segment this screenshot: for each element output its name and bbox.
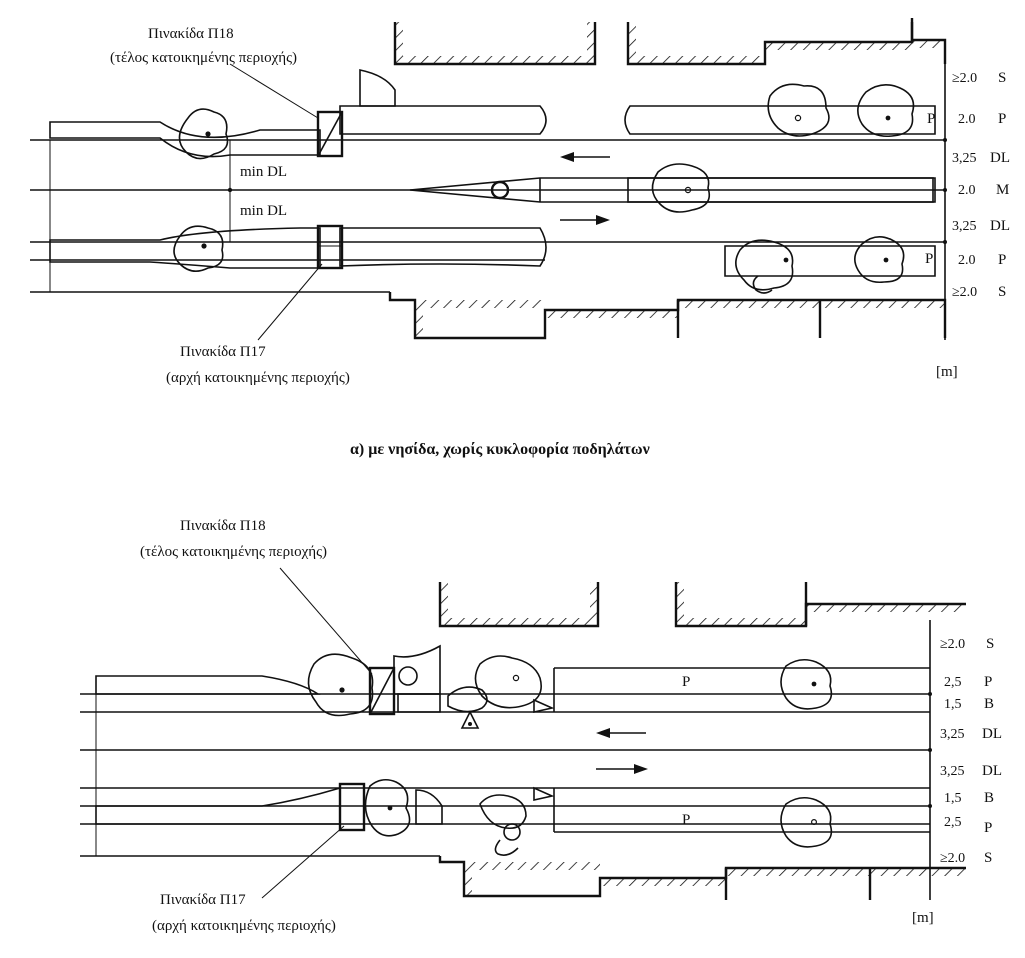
trees-a	[173, 83, 915, 294]
parking-mark: P	[682, 674, 690, 690]
min-dl-lower-label: min DL	[240, 203, 287, 219]
sign-end-label-b: Πινακίδα Π18	[180, 518, 266, 534]
dim-value: 3,25	[952, 219, 977, 234]
diagram-b: P P ≥2.0 S 2,5 P 1,5 B 3,25 DL 3,25 DL 1…	[80, 518, 1002, 934]
dim-code: DL	[990, 150, 1010, 166]
parking-mark: P	[925, 251, 933, 267]
dim-code: P	[984, 674, 992, 690]
sign-end-label-a: Πινακίδα Π18	[148, 26, 234, 42]
dim-code: S	[998, 70, 1006, 86]
sign-end-box-a	[316, 110, 344, 158]
dimension-column-a: ≥2.0 S 2.0 P 3,25 DL 2.0 M 3,25 DL 2.0 P…	[943, 70, 1010, 300]
dim-code: DL	[982, 726, 1002, 742]
trees-b	[307, 653, 833, 856]
dim-value: 3,25	[952, 151, 977, 166]
parking-mark: P	[682, 812, 690, 828]
sign-start-box-b	[338, 782, 366, 832]
dim-value: 2.0	[958, 253, 976, 268]
dim-value: ≥2.0	[952, 285, 977, 300]
dim-code: P	[998, 111, 1006, 127]
traffic-arrows-a	[560, 152, 610, 225]
dimension-column-b: ≥2.0 S 2,5 P 1,5 B 3,25 DL 3,25 DL 1,5 B…	[928, 636, 1002, 866]
buildings-top-a	[393, 18, 947, 66]
dim-value: 2.0	[958, 112, 976, 127]
sign-start-label-b: Πινακίδα Π17	[160, 892, 246, 908]
dim-code: S	[984, 850, 992, 866]
dim-value: ≥2.0	[940, 637, 965, 652]
sign-start-label-a: Πινακίδα Π17	[180, 344, 266, 360]
dim-value: 2.0	[958, 183, 976, 198]
planting-strips-b	[95, 644, 443, 825]
buildings-top-b	[438, 582, 966, 628]
dim-value: 1,5	[944, 697, 962, 712]
diagram-a-caption: α) με νησίδα, χωρίς κυκλοφορία ποδηλάτων	[350, 441, 650, 458]
dim-value: 2,5	[944, 675, 962, 690]
sign-start-box-a	[316, 224, 344, 270]
sign-start-note-a: (αρχή κατοικημένης περιοχής)	[166, 370, 350, 386]
dim-code: B	[984, 696, 994, 712]
traffic-arrows-b	[596, 728, 648, 774]
sign-end-box-b	[368, 666, 396, 716]
sign-end-note-a: (τέλος κατοικημένης περιοχής)	[110, 50, 297, 66]
dim-code: DL	[990, 218, 1010, 234]
dim-value: 3,25	[940, 727, 965, 742]
parking-mark: P	[927, 111, 935, 127]
dim-value: 3,25	[940, 764, 965, 779]
dim-value: 1,5	[944, 791, 962, 806]
dim-value: 2,5	[944, 815, 962, 830]
dim-code: DL	[982, 763, 1002, 779]
planting-strips-a	[49, 69, 936, 277]
diagram-a: min DL min DL P P ≥2.0 S 2.0 P 3,25 DL 2…	[30, 18, 1010, 458]
unit-label-a: [m]	[936, 364, 958, 380]
dim-value: ≥2.0	[940, 851, 965, 866]
dim-value: ≥2.0	[952, 71, 977, 86]
road-lines-b	[80, 620, 931, 900]
road-lines-a	[30, 60, 946, 340]
dim-code: M	[996, 182, 1009, 198]
dim-code: P	[984, 820, 992, 836]
buildings-bottom-a	[388, 292, 947, 340]
buildings-bottom-b	[438, 856, 966, 900]
dim-code: P	[998, 252, 1006, 268]
dim-code: S	[986, 636, 994, 652]
min-dl-upper-label: min DL	[240, 164, 287, 180]
sign-end-note-b: (τέλος κατοικημένης περιοχής)	[140, 544, 327, 560]
unit-label-b: [m]	[912, 910, 934, 926]
dim-code: B	[984, 790, 994, 806]
dim-code: S	[998, 284, 1006, 300]
sign-start-note-b: (αρχή κατοικημένης περιοχής)	[152, 918, 336, 934]
